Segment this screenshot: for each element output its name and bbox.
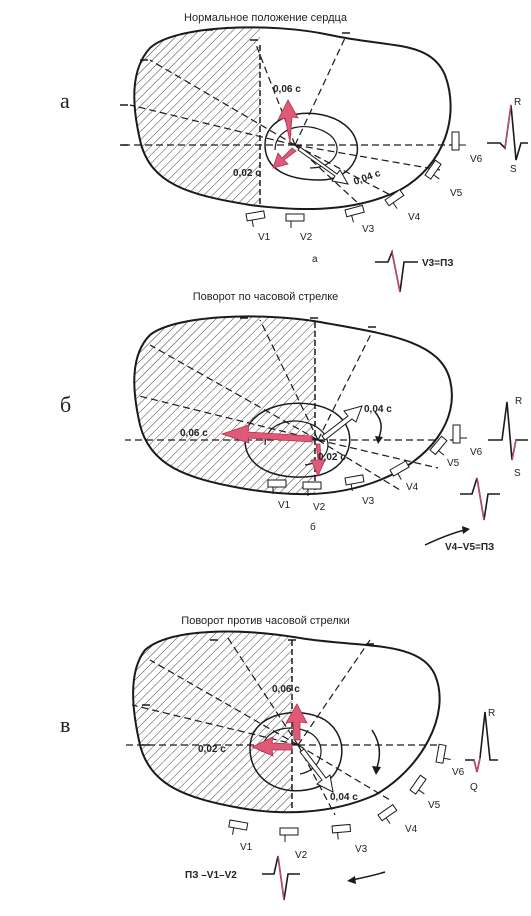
panel-a-transition: V3=ПЗ <box>422 258 454 269</box>
panel-c-arrow-up <box>285 703 308 741</box>
panel-a-inner-loop <box>274 126 338 169</box>
lead-v3: V3 <box>362 496 375 507</box>
panel-b-rotation-arrow-lower <box>424 529 466 546</box>
panel-a-ecg-r: R <box>514 97 521 108</box>
panel-c-ecg-r: R <box>488 708 495 719</box>
panel-b-caption: б <box>310 521 316 533</box>
panel-a-letter: а <box>60 88 70 113</box>
panel-a-arrow-up <box>277 99 299 143</box>
lead-v6: V6 <box>452 767 465 778</box>
lead-v6: V6 <box>470 154 483 165</box>
panel-a-lead-labels: V1 V2 V3 V4 V5 V6 <box>258 154 483 243</box>
lead-v6: V6 <box>470 447 483 458</box>
panel-c-letter: в <box>60 712 71 737</box>
panel-c-electrodes <box>228 743 451 842</box>
panel-a-arrow-right <box>297 146 349 185</box>
panel-c-vec-002: 0,02 с <box>198 744 226 755</box>
lead-v4: V4 <box>406 482 419 493</box>
panel-b-transition: V4–V5=ПЗ <box>445 542 494 553</box>
panel-b-arrow-up-right <box>321 405 363 441</box>
lead-v2: V2 <box>313 502 326 513</box>
panel-b-letter: б <box>60 392 72 417</box>
lead-v5: V5 <box>428 800 441 811</box>
lead-v1: V1 <box>240 842 253 853</box>
lead-v3: V3 <box>362 224 375 235</box>
panel-c-title: Поворот против часовой стрелки <box>181 615 350 627</box>
panel-c-transition: ПЗ –V1–V2 <box>185 870 237 881</box>
panel-b-arrow-left <box>220 424 313 444</box>
panel-b-rotation-arrow <box>374 411 382 441</box>
panel-b-inner-loop <box>264 420 329 466</box>
panel-a-vec-002: 0,02 с <box>233 168 261 179</box>
panel-b-hatched-region <box>134 316 315 495</box>
panel-c-arrow-left <box>251 736 293 757</box>
panel-b-electrodes <box>267 424 467 496</box>
panel-c-rotation-arrow-lower <box>351 871 386 881</box>
panel-b-ventricle-loop <box>244 402 351 478</box>
panel-c-rotation-arrow <box>371 729 381 771</box>
panel-b-lead-axes <box>125 319 455 491</box>
lead-v4: V4 <box>405 824 418 835</box>
panel-b-lead-labels: V1 V2 V3 V4 V5 V6 <box>278 447 483 513</box>
panel-a-electrodes <box>245 131 466 228</box>
lead-v5: V5 <box>447 458 460 469</box>
lead-v1: V1 <box>278 500 291 511</box>
panel-b-title: Поворот по часовой стрелке <box>192 291 339 303</box>
panel-c-ventricle-loop <box>249 711 343 792</box>
panel-b-ecg-v6 <box>488 401 528 461</box>
panel-a-arrow-down-left <box>272 147 297 169</box>
panel-a-ecg-s: S <box>510 164 517 175</box>
panel-a-caption: а <box>312 254 318 265</box>
panel-c-ecg-v6 <box>465 711 498 773</box>
lead-v5: V5 <box>450 188 463 199</box>
panel-a-vec-006: 0,06 с <box>273 84 301 95</box>
panel-c-vec-006: 0,06 с <box>272 684 300 695</box>
panel-c-ecg-q: Q <box>470 782 478 793</box>
panel-c-minus-marks <box>142 639 374 746</box>
panel-b-arrow-down <box>310 443 326 477</box>
panel-c-arrow-down-right <box>299 748 334 793</box>
panel-b-ecg-r: R <box>515 396 522 407</box>
panel-b-vec-002: 0,02 с <box>318 452 346 463</box>
panel-a-title: Нормальное положение сердца <box>184 12 347 24</box>
panel-b-minus-marks <box>240 317 376 328</box>
panel-b-vec-006: 0,06 с <box>180 428 208 439</box>
lead-v1: V1 <box>258 232 271 243</box>
panel-a: 0,06 с 0,02 с 0,04 с V1 V2 V3 V4 V5 V6 а <box>120 26 528 293</box>
panel-a-hatched-region <box>134 27 260 210</box>
panel-c-lead-labels: V1 V2 V3 V4 V5 V6 <box>240 767 465 861</box>
panel-b-ecg-s: S <box>514 468 521 479</box>
panel-b: 0,06 с 0,02 с 0,04 с V1 V2 V3 V4 V5 V6 б… <box>125 315 528 553</box>
panel-b-vec-004: 0,04 с <box>364 404 392 415</box>
panel-a-vec-004: 0,04 с <box>352 168 382 188</box>
lead-v4: V4 <box>408 212 421 223</box>
panel-c-heart-outline <box>132 630 441 814</box>
lead-v2: V2 <box>295 850 308 861</box>
panel-c: 0,06 с 0,02 с 0,04 с V1 V2 V3 V4 V5 V6 R… <box>125 630 498 901</box>
lead-v2: V2 <box>300 232 313 243</box>
panel-a-ventricle-loop <box>264 112 359 181</box>
lead-v3: V3 <box>355 844 368 855</box>
panel-c-vec-004: 0,04 с <box>330 792 358 803</box>
panel-a-minus-marks <box>120 29 350 146</box>
